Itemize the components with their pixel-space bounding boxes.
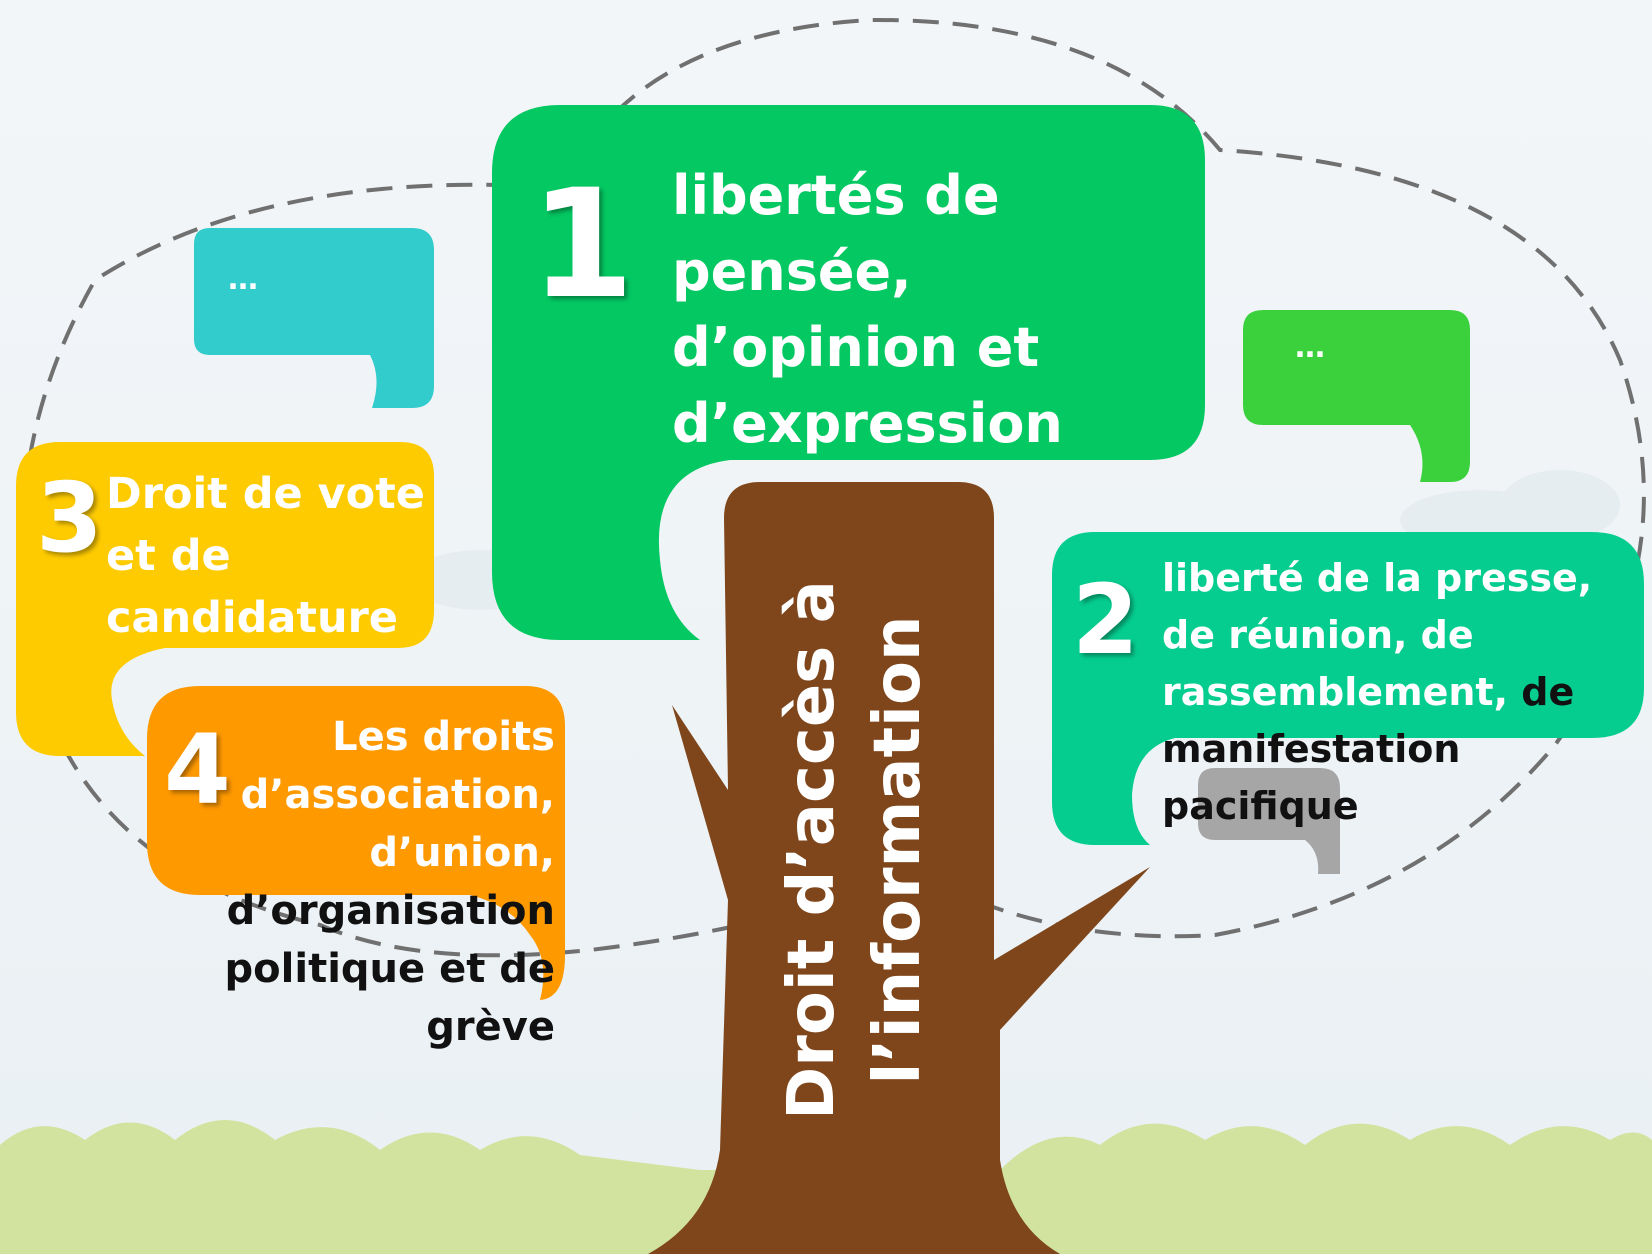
- bubble-2-dark-line: manifestation: [1162, 727, 1461, 771]
- bubble-4-shape: [147, 686, 565, 1000]
- bubble-4-line: d’association,: [240, 772, 555, 818]
- small-bubble-left-text: …: [228, 262, 260, 297]
- bubble-1-number: 1: [530, 158, 635, 332]
- bubble-3-line: candidature: [106, 593, 398, 643]
- trunk-label-line-1: Droit d’accès à: [775, 580, 849, 1120]
- bubble-4-line: d’union,: [369, 830, 555, 876]
- small-bubble-gray-shape: [1198, 768, 1340, 874]
- bubble-2-shape: [1052, 532, 1644, 845]
- trunk-label-line-2: l’information: [861, 615, 935, 1085]
- bubble-2-line-3-white: rassemblement,: [1162, 670, 1522, 714]
- bubble-2-text: liberté de la presse, de réunion, de ras…: [1162, 550, 1592, 835]
- bubble-3-line: Droit de vote: [106, 469, 425, 519]
- bubble-4-dark-line: d’organisation: [226, 888, 555, 934]
- bubble-2-number: 2: [1072, 564, 1139, 676]
- bubble-4-dark-line: politique et de: [224, 946, 555, 992]
- bubble-1-line: d’opinion et: [672, 316, 1040, 379]
- bubble-4-line: Les droits: [332, 714, 555, 760]
- bubble-4-text: Les droits d’association, d’union, d’org…: [180, 708, 555, 1056]
- small-bubble-left-shape: [194, 228, 434, 408]
- bubble-1-shape: [492, 105, 1205, 640]
- bubble-1-line: d’expression: [672, 392, 1063, 455]
- bubble-3-number: 3: [36, 462, 103, 574]
- bubble-1-line: libertés de: [672, 164, 1000, 227]
- small-bubble-right-shape: [1243, 310, 1470, 482]
- bubble-3-shape: [16, 442, 434, 756]
- bubble-1-line: pensée,: [672, 240, 912, 303]
- bubble-3-text: Droit de vote et de candidature: [106, 463, 425, 649]
- bubble-2-line: de réunion, de: [1162, 613, 1474, 657]
- bubble-2-line: liberté de la presse,: [1162, 556, 1593, 600]
- bubble-3-line: et de: [106, 531, 231, 581]
- small-bubble-right-text: …: [1295, 330, 1327, 365]
- bubble-2-line-3-dark: de: [1521, 670, 1575, 714]
- bubble-4-number: 4: [164, 714, 231, 826]
- trunk-label: Droit d’accès à l’information: [769, 580, 941, 1120]
- bubble-4-dark-line: grève: [426, 1004, 555, 1050]
- bubble-2-dark-line: pacifique: [1162, 784, 1359, 828]
- tree-trunk: [648, 482, 1150, 1254]
- bubble-2-line-3: rassemblement, de: [1162, 664, 1592, 721]
- bubble-1-text: libertés de pensée, d’opinion et d’expre…: [672, 158, 1063, 462]
